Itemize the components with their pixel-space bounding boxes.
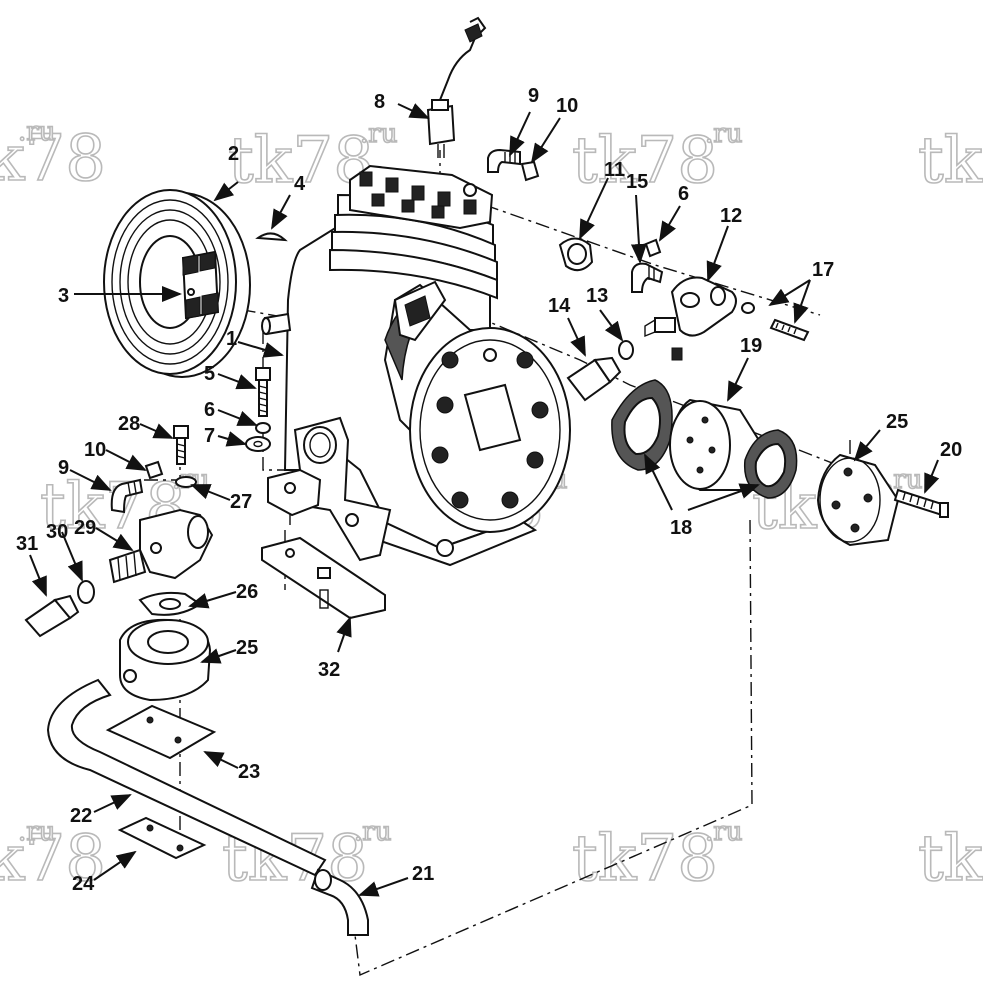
- callout-4: 4: [294, 173, 306, 195]
- washer-and-bolt-17: [741, 302, 810, 342]
- flat-washer-7: [245, 436, 271, 452]
- callout-5: 5: [204, 363, 215, 385]
- callout-7: 7: [204, 425, 215, 447]
- svg-text:.ru: .ru: [705, 119, 742, 149]
- watermark-bottom-far-right: tk78: [917, 821, 983, 897]
- watermark-top-left: tk78 .ru: [0, 116, 107, 197]
- o-ring-30: [77, 580, 95, 604]
- watermark-top-far-right: tk78: [917, 123, 983, 199]
- callout-21: 21: [412, 863, 434, 885]
- callout-6-left: 6: [204, 399, 215, 421]
- callout-27: 27: [230, 491, 252, 513]
- o-ring-13: [618, 340, 634, 360]
- callout-3: 3: [58, 285, 69, 307]
- gasket-18-left: [611, 379, 673, 471]
- gasket-18-right: [743, 429, 798, 499]
- fitting-14: [566, 356, 622, 402]
- callout-29: 29: [74, 517, 96, 539]
- svg-text:.ru: .ru: [18, 817, 55, 847]
- svg-text:tk78: tk78: [572, 124, 718, 198]
- callout-12: 12: [720, 205, 742, 227]
- svg-text:.ru: .ru: [18, 117, 55, 147]
- callout-9-left: 9: [58, 457, 69, 479]
- callout-8: 8: [374, 91, 385, 113]
- callout-9-top: 9: [528, 85, 539, 107]
- cap-nut-6-top: [644, 238, 662, 258]
- fitting-29: [108, 508, 214, 584]
- svg-text:.ru: .ru: [354, 817, 391, 847]
- callout-32: 32: [318, 659, 340, 681]
- bolt-20: [893, 488, 949, 518]
- svg-text:tk78: tk78: [0, 122, 106, 196]
- callout-1: 1: [226, 328, 237, 350]
- callout-10-top: 10: [556, 95, 578, 117]
- top-elbow-fitting: [487, 148, 540, 182]
- callout-20: 20: [940, 439, 962, 461]
- callout-24: 24: [72, 873, 95, 895]
- pulley: [103, 189, 251, 378]
- callout-10-left: 10: [84, 439, 106, 461]
- mounting-bracket: [261, 416, 392, 620]
- plate-23: [105, 704, 217, 760]
- cover-25-right: [816, 453, 900, 547]
- watermark-bottom-right: tk78 .ru: [571, 816, 743, 897]
- callout-25-right: 25: [886, 411, 908, 433]
- svg-text:tk78: tk78: [572, 822, 718, 896]
- callout-23: 23: [238, 761, 260, 783]
- watermark-top-right: tk78 .ru: [571, 118, 743, 199]
- gasket-11: [558, 237, 594, 272]
- callout-15: 15: [626, 171, 648, 193]
- svg-text:.ru: .ru: [705, 817, 742, 847]
- cap-nut-10-left: [144, 460, 164, 480]
- fitting-31: [24, 594, 80, 638]
- end-plate: [409, 327, 571, 533]
- hose-21: [310, 868, 369, 936]
- callout-26: 26: [236, 581, 258, 603]
- svg-text:.ru: .ru: [360, 119, 397, 149]
- flange-25-left: [119, 618, 212, 702]
- callout-2: 2: [228, 143, 239, 165]
- callout-labels: 2 4 3 1 5 6 7 28 10 9 27 29 30 31 26 25 …: [16, 85, 962, 895]
- callout-28: 28: [118, 413, 140, 435]
- svg-text:tk78: tk78: [0, 822, 106, 896]
- callout-22: 22: [70, 805, 92, 827]
- callout-25-left: 25: [236, 637, 258, 659]
- pressure-switch: [426, 16, 487, 158]
- watermarks: tk78 .ru tk78 .ru tk78 .ru tk78 tk78 .ru…: [0, 116, 983, 897]
- elbow-9-left: [110, 478, 144, 514]
- elbow-15: [631, 262, 664, 293]
- callout-30: 30: [46, 521, 68, 543]
- pulley-hub: [181, 250, 220, 320]
- callout-14: 14: [548, 295, 571, 317]
- callout-31: 31: [16, 533, 38, 555]
- callout-11: 11: [604, 159, 625, 181]
- watermark-bottom-left: tk78 .ru: [0, 816, 107, 897]
- svg-text:tk78: tk78: [918, 822, 983, 896]
- head-bolts: [359, 171, 477, 219]
- callout-6-top: 6: [678, 183, 689, 205]
- svg-text:tk78: tk78: [918, 124, 983, 198]
- callout-17: 17: [812, 259, 834, 281]
- pump-housing-19: [669, 398, 767, 491]
- leader-arrows: [29, 103, 940, 897]
- lock-washer-6: [255, 422, 271, 434]
- gasket-26: [138, 591, 202, 616]
- bolt-5: [255, 367, 271, 417]
- callout-18: 18: [670, 517, 692, 539]
- adapter-12: [644, 276, 737, 361]
- woodruff-key: [255, 232, 288, 242]
- bolt-28: [173, 425, 189, 465]
- callout-19: 19: [740, 335, 762, 357]
- callout-13: 13: [586, 285, 608, 307]
- plate-24: [117, 816, 207, 860]
